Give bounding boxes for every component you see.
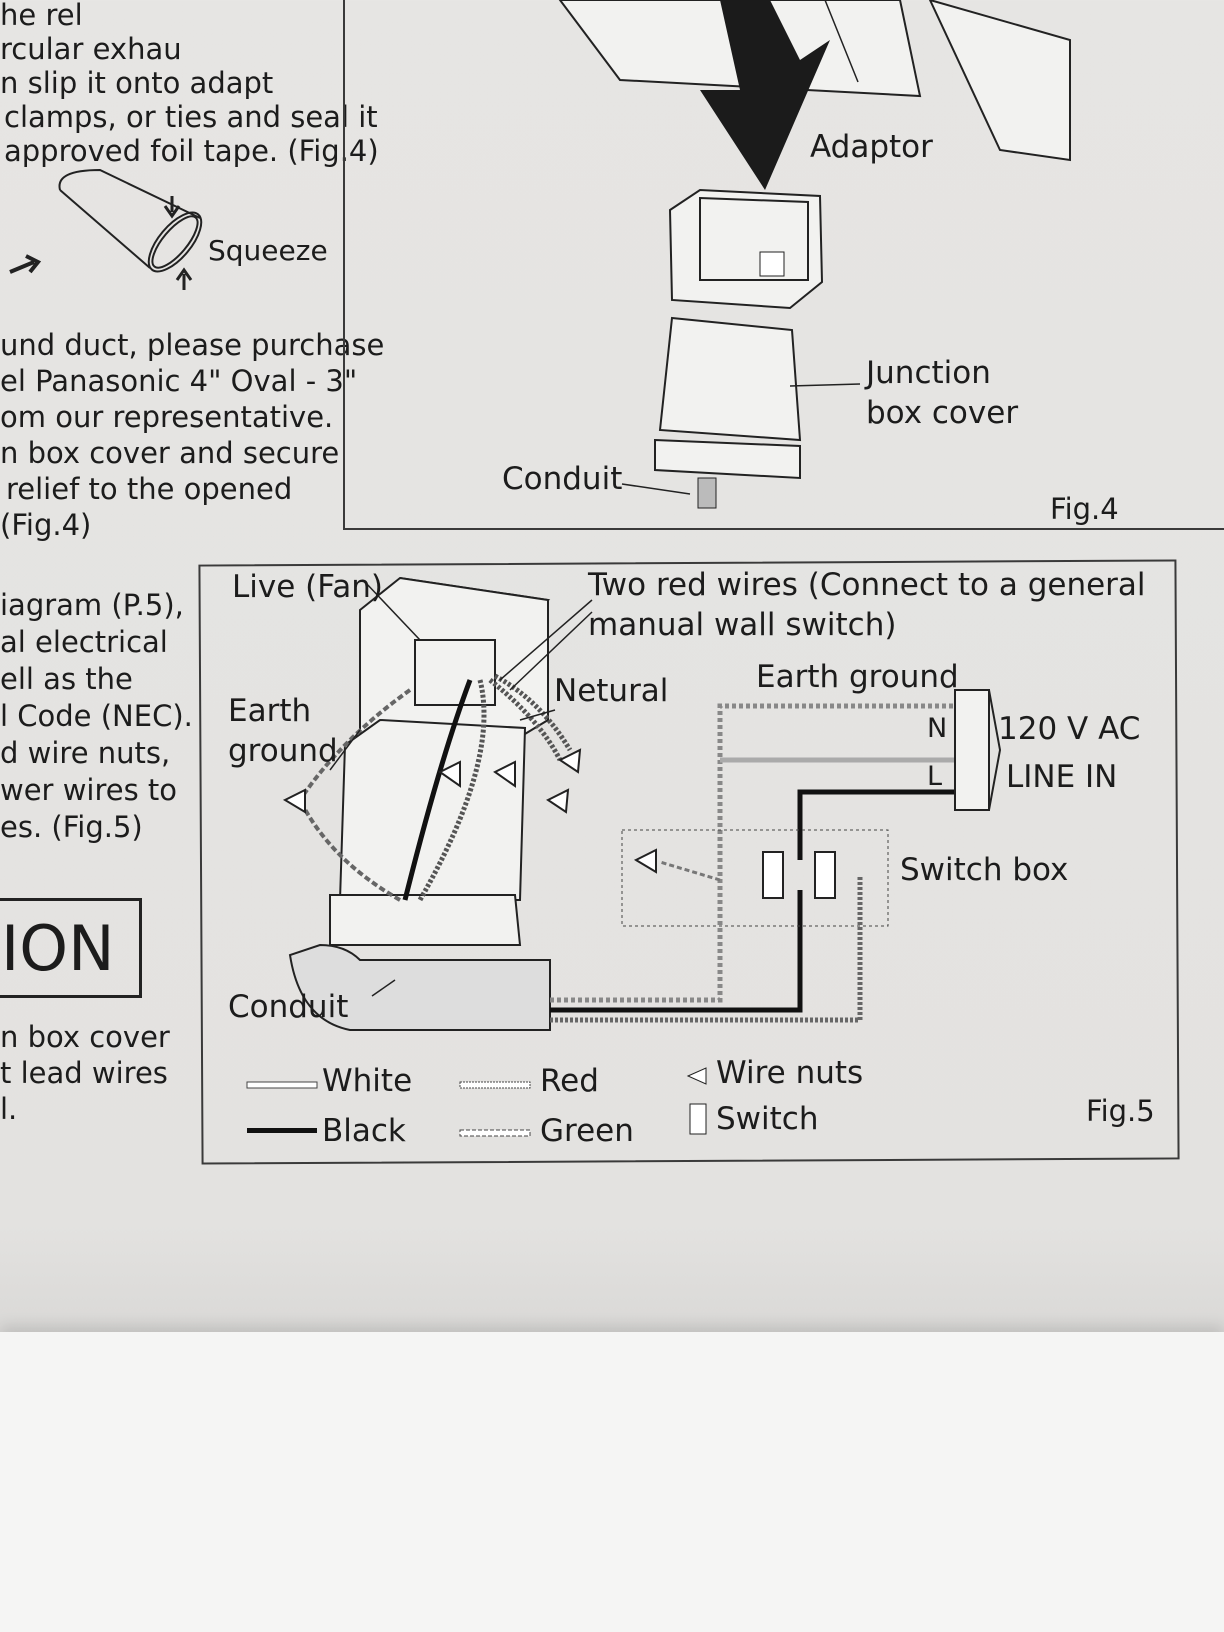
text-line: d wire nuts,	[0, 736, 171, 770]
neutral-terminal-label: N	[927, 713, 948, 744]
text-line: om our representative.	[0, 400, 334, 434]
switch-box-label: Switch box	[900, 852, 1069, 888]
text-line: relief to the opened	[6, 472, 293, 506]
live-fan-label: Live (Fan)	[232, 569, 383, 605]
text-line: he rel	[0, 0, 83, 32]
text-line: rcular exhau	[0, 32, 182, 66]
section-heading: ION	[0, 898, 142, 998]
background-surface	[0, 1332, 1224, 1632]
text-line: l.	[0, 1092, 18, 1126]
two-red-wires-label: manual wall switch)	[588, 607, 897, 643]
legend-white: White	[322, 1063, 413, 1099]
line-in-terminal	[954, 689, 990, 811]
squeeze-label: Squeeze	[208, 234, 328, 267]
legend-black: Black	[322, 1113, 406, 1149]
text-line: ell as the	[0, 662, 133, 696]
wire-nut-icon	[282, 748, 657, 874]
fig4-caption: Fig.4	[1050, 492, 1119, 526]
netural-label: Netural	[554, 673, 669, 709]
text-line: al electrical	[0, 625, 168, 659]
fig4-frame	[343, 0, 1224, 530]
legend-green: Green	[540, 1113, 634, 1149]
text-line: t lead wires	[0, 1056, 168, 1090]
earth-ground-left-label: ground	[228, 733, 338, 769]
text-line: el Panasonic 4" Oval - 3"	[0, 364, 358, 398]
fig5-caption: Fig.5	[1086, 1094, 1155, 1128]
text-line: n slip it onto adapt	[0, 66, 274, 100]
fig4-illustration	[558, 0, 1071, 509]
text-line: approved foil tape. (Fig.4)	[4, 134, 379, 168]
earth-ground-left-label: Earth	[228, 693, 312, 729]
switch-box-outline	[621, 829, 889, 927]
legend-red: Red	[540, 1063, 599, 1099]
duct-squeeze-illustration	[9, 168, 203, 290]
legend-switch: Switch	[716, 1101, 819, 1137]
text-line: l Code (NEC).	[0, 699, 193, 733]
line-in-voltage-label: 120 V AC	[998, 711, 1141, 747]
conduit-label: Conduit	[228, 989, 349, 1025]
conduit-label: Conduit	[502, 461, 623, 497]
junction-box-cover-label: Junction	[866, 355, 991, 391]
earth-ground-label: Earth ground	[756, 659, 959, 695]
text-line: es. (Fig.5)	[0, 810, 143, 844]
two-red-wires-label: Two red wires (Connect to a general	[588, 567, 1146, 603]
down-arrow-icon	[700, 0, 830, 190]
text-line: (Fig.4)	[0, 508, 92, 542]
line-terminal-label: L	[927, 761, 943, 792]
arrow-icon	[9, 254, 42, 274]
junction-box-cover-label: box cover	[866, 395, 1019, 431]
text-line: n box cover and secure	[0, 436, 340, 470]
text-line: und duct, please purchase	[0, 328, 385, 362]
fig5-wiring-diagram	[246, 576, 1002, 1137]
text-line: iagram (P.5),	[0, 588, 184, 622]
line-in-label: LINE IN	[1006, 759, 1118, 795]
text-line: clamps, or ties and seal it	[4, 100, 378, 134]
adaptor-label: Adaptor	[810, 129, 933, 165]
switch-icon	[762, 851, 836, 899]
legend-wire-nuts: Wire nuts	[716, 1055, 864, 1091]
text-line: n box cover	[0, 1020, 170, 1054]
legend-swatches	[246, 1067, 707, 1137]
text-line: wer wires to	[0, 773, 178, 807]
